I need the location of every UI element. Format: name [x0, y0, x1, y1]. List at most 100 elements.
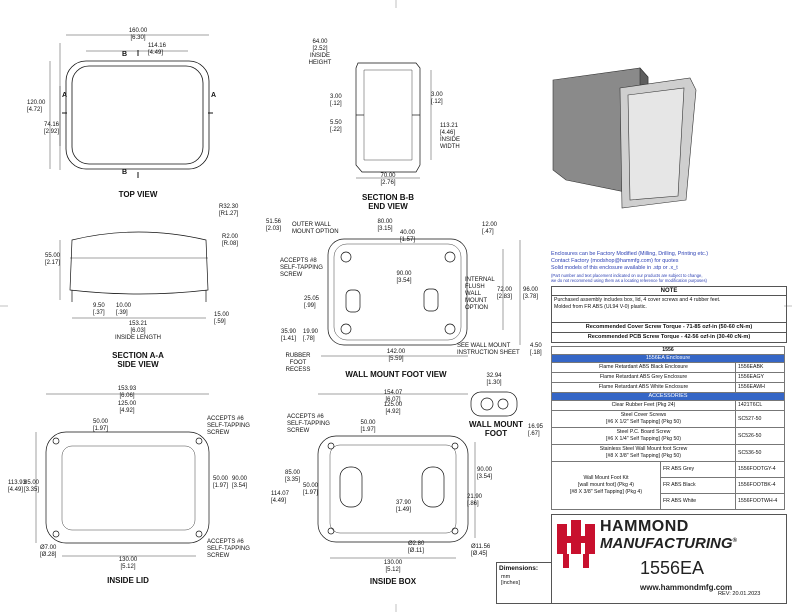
parts-series: 1556 [551, 346, 785, 355]
dim-box-125: 125.00[4.92] [383, 402, 403, 415]
inside-box-drawing [317, 393, 476, 559]
brand-line1: HAMMOND [600, 518, 689, 535]
dim-top-width: 160.00[6.30] [128, 28, 148, 41]
dim-end-left-wall: 3.00[.12] [330, 94, 342, 107]
dim-end-rim: 5.50[.22] [330, 120, 342, 133]
table-row: Steel P.C. Board Screw[#6 X 1/4" Self Ta… [551, 427, 785, 445]
pcb-screw-torque: Recommended PCB Screw Torque - 42-56 ozf… [587, 334, 751, 340]
dim-wall-40: 40.00[1.57] [400, 230, 416, 243]
dim-box-11407: 114.07[4.49] [271, 491, 289, 504]
revision-label: REV: 20.01.2023 [718, 591, 761, 597]
dimensions-inches: [inches] [501, 580, 520, 586]
inside-box-title: INSIDE BOX [369, 577, 417, 586]
note-text: Purchased assembly includes box, lid, 4 … [552, 296, 786, 323]
dim-lid-15393: 153.93[6.06] [117, 386, 137, 399]
parts-enclosure-header: 1556EA Enclosure [551, 354, 785, 363]
dim-foot-1695: 16.95[.67] [528, 424, 544, 437]
dim-box-15407: 154.07[6.07] [383, 390, 403, 403]
note-line-models: Solid models of this enclosure available… [551, 265, 678, 272]
dim-side-radius1: R32.30[R1.27] [219, 204, 239, 217]
hammond-logo-icon [557, 520, 595, 568]
dim-side-d1: 9.50[.37] [93, 303, 105, 316]
table-row: Wall Mount Foot Kit[wall mount foot] (Pk… [551, 461, 785, 510]
note-line-disclaimer1: (Part number and text placement indicate… [551, 272, 703, 278]
dim-wall-72: 72.00[2.83] [497, 287, 513, 300]
section-b-marker-bottom: B [122, 169, 128, 176]
dim-wall-12: 12.00[.47] [482, 222, 498, 235]
top-view-title: TOP VIEW [118, 190, 158, 199]
enclosure-3d-render [552, 67, 697, 209]
dim-top-height: 120.00[4.72] [27, 100, 46, 113]
dim-box-50-vert: 50.00[1.97] [303, 483, 319, 496]
note-heading: NOTE [552, 287, 786, 296]
note-line-disclaimer2: we do not recommend using them as a loca… [551, 277, 707, 283]
table-row: Steel Cover Screws[#6 X 1/2" Self Tappin… [551, 410, 785, 428]
parts-accessories-header: ACCESSORIES [551, 392, 785, 401]
dim-wall-142: 142.00[5.59] [386, 349, 406, 362]
dim-lid-130: 130.00[5.12] [118, 557, 138, 570]
dimensions-box: Dimensions: mm [inches] [496, 562, 552, 604]
dim-side-d3: 15.00[.59] [214, 312, 230, 325]
model-number: 1556EA [640, 558, 705, 578]
note-line-contact[interactable]: Contact Factory (modshop@hammfg.com) for… [551, 258, 679, 265]
dim-top-inner-height: 74.16[2.92] [44, 122, 60, 135]
brand-url[interactable]: www.hammondmfg.com [640, 583, 733, 592]
dim-box-85: 85.00[3.35] [285, 470, 301, 483]
dim-box-2190: 21.90[.86] [467, 494, 483, 507]
brand-line2: MANUFACTURING® [600, 535, 737, 552]
dim-top-inner-width: 114.16[4.49] [148, 43, 166, 56]
dimensions-mm: mm [501, 574, 511, 580]
dim-foot-450: 4.50[.18] [530, 343, 542, 356]
dim-side-d2: 10.00[.39] [116, 303, 132, 316]
dimensions-label: Dimensions: [499, 565, 539, 572]
note-box: NOTE Purchased assembly includes box, li… [551, 286, 787, 343]
dim-wall-2505: 25.05[.99] [304, 296, 320, 309]
inside-lid-title: INSIDE LID [107, 576, 149, 585]
side-view-drawing [59, 231, 209, 319]
dim-side-length: 153.21[6.03]INSIDE LENGTH [114, 321, 162, 341]
dim-box-dia28: Ø2.80[Ø.11] [408, 541, 425, 554]
cover-screw-torque: Recommended Cover Screw Torque - 71-85 o… [552, 323, 786, 333]
dim-wall-3590: 35.90[1.41] [281, 329, 297, 342]
dim-side-radius2: R2.00[R.08] [222, 234, 239, 247]
dim-wall-1990: 19.90[.78] [303, 329, 319, 342]
end-view-drawing [355, 62, 432, 179]
section-b-marker: B [122, 51, 128, 58]
dim-lid-50-vert: 50.00[1.97] [213, 476, 229, 489]
dim-side-height: 55.00[2.17] [45, 253, 61, 266]
dim-box-50: 50.00[1.97] [360, 420, 376, 433]
dim-box-130: 130.00[5.12] [383, 560, 403, 573]
dim-lid-85: 85.00[3.35] [24, 480, 40, 493]
inside-lid-drawing [35, 393, 210, 557]
note-line-modified: Enclosures can be Factory Modified (Mill… [551, 251, 708, 257]
dim-lid-11393: 113.93[4.49] [8, 480, 26, 493]
dim-lid-50: 50.00[1.97] [93, 419, 109, 432]
dim-wall-96: 96.00[3.78] [523, 287, 539, 300]
dim-box-90: 90.00[3.54] [477, 467, 493, 480]
section-a-marker-left: A [62, 92, 68, 99]
dim-box-dia1156: Ø11.56[Ø.45] [471, 544, 491, 557]
top-view-drawing [49, 34, 213, 178]
dim-foot-3294: 32.94[1.30] [486, 373, 502, 386]
section-a-marker-right: A [211, 92, 217, 99]
dim-wall-80: 80.00[3.15] [377, 219, 393, 232]
parts-table: 1556 1556EA Enclosure Flame Retardant AB… [551, 346, 785, 510]
